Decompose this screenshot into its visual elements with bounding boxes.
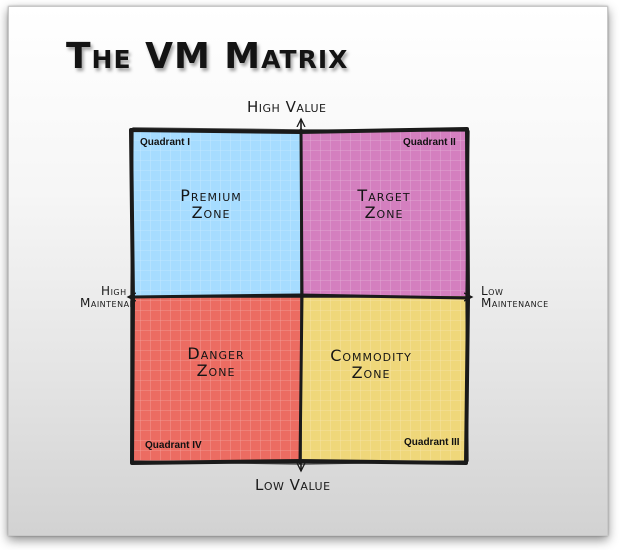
axis-label-low-maintenance-line2: Maintenance xyxy=(481,296,549,310)
zone-label-target-line2: Zone xyxy=(364,203,404,222)
zone-label-premium: Premium Zone xyxy=(136,187,286,221)
matrix-border xyxy=(129,127,470,465)
zone-label-target-line1: Target xyxy=(357,186,411,205)
zone-label-danger-line1: Danger xyxy=(187,344,245,363)
axis-label-low-maintenance-line1: Low xyxy=(481,284,504,298)
quadrant-2-tag: Quadrant II xyxy=(403,137,456,148)
axis-label-low-maintenance: Low Maintenance xyxy=(481,285,549,309)
page-title: The VM Matrix xyxy=(66,36,349,77)
zone-label-commodity: Commodity Zone xyxy=(295,347,447,381)
zone-label-target: Target Zone xyxy=(309,187,459,221)
zone-label-commodity-line2: Zone xyxy=(351,363,391,382)
zone-label-premium-line2: Zone xyxy=(191,203,231,222)
zone-label-commodity-line1: Commodity xyxy=(330,346,412,365)
quadrant-4-tag: Quadrant IV xyxy=(145,440,202,451)
axis-label-low-value: Low Value xyxy=(255,476,331,494)
zone-label-danger-line2: Zone xyxy=(196,361,236,380)
axis-label-high-maintenance-line1: High xyxy=(101,284,127,298)
axis-label-high-value: High Value xyxy=(247,98,327,116)
zone-label-danger: Danger Zone xyxy=(141,345,291,379)
quadrant-1-tag: Quadrant I xyxy=(140,137,191,148)
quadrant-3-tag: Quadrant III xyxy=(404,437,460,448)
zone-label-premium-line1: Premium xyxy=(180,186,242,205)
